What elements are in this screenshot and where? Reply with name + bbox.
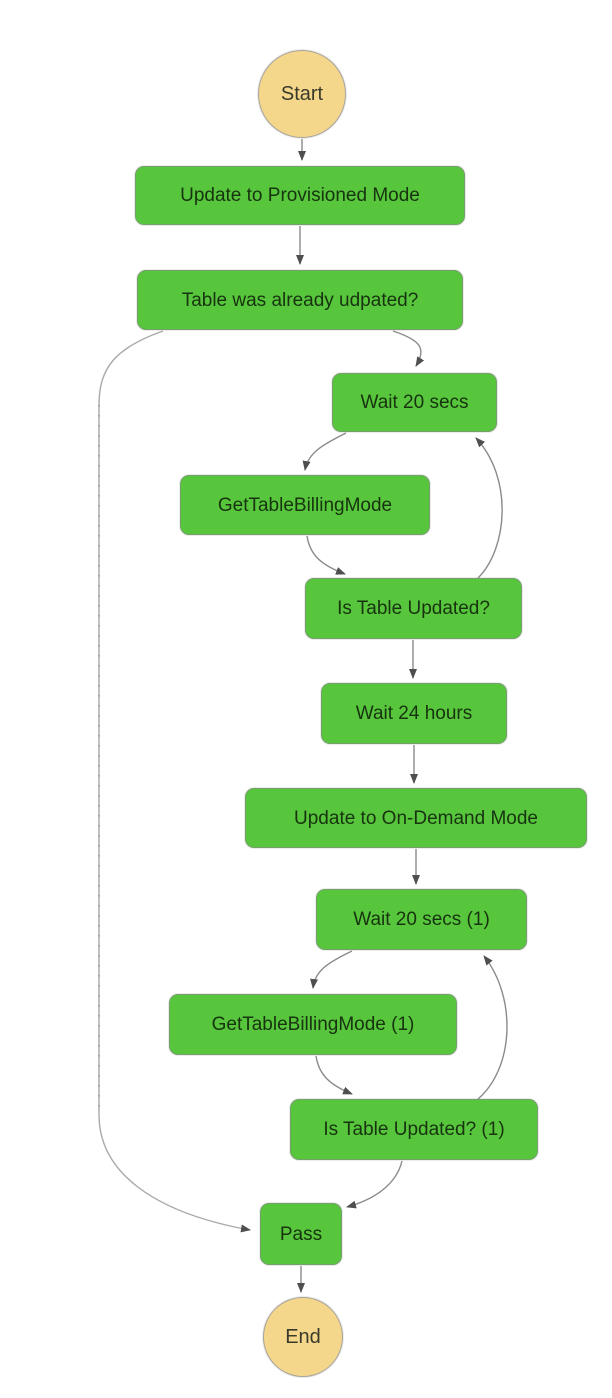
node-wait-20-secs-1[interactable]: Wait 20 secs (1) (316, 889, 527, 950)
node-is-table-updated-1[interactable]: Is Table Updated? (1) (290, 1099, 538, 1160)
node-table-was-already-udpated[interactable]: Table was already udpated? (137, 270, 463, 330)
edge-table-updated-to-pass (98, 330, 251, 1233)
node-update-to-provisioned-mode-label: Update to Provisioned Mode (180, 185, 420, 206)
node-update-to-provisioned-mode[interactable]: Update to Provisioned Mode (135, 166, 465, 225)
node-is-table-updated-label: Is Table Updated? (337, 598, 490, 619)
node-wait-20-secs-label: Wait 20 secs (360, 392, 469, 413)
edge-wait-20-to-getbillingmode (302, 432, 347, 471)
node-is-table-updated-1-label: Is Table Updated? (1) (323, 1119, 505, 1140)
edge-getbillingmode-to-is-updated (306, 535, 346, 575)
node-wait-20-secs[interactable]: Wait 20 secs (332, 373, 497, 432)
node-get-table-billing-mode-1[interactable]: GetTableBillingMode (1) (169, 994, 457, 1055)
node-is-table-updated[interactable]: Is Table Updated? (305, 578, 522, 639)
node-start[interactable]: Start (258, 50, 346, 138)
node-get-table-billing-mode-label: GetTableBillingMode (217, 494, 393, 516)
edge-getbillingmode-1-to-is-updated-1 (315, 1055, 353, 1095)
node-start-label: Start (280, 83, 324, 105)
node-table-was-already-udpated-label: Table was already udpated? (181, 289, 419, 311)
node-update-to-on-demand-mode[interactable]: Update to On-Demand Mode (245, 788, 587, 848)
node-pass[interactable]: Pass (260, 1203, 342, 1265)
edge-table-updated-to-wait-20 (392, 330, 425, 367)
node-end-label: End (285, 1326, 321, 1348)
node-wait-24-hours[interactable]: Wait 24 hours (321, 683, 507, 744)
node-update-to-on-demand-mode-label: Update to On-Demand Mode (294, 807, 538, 829)
edge-is-updated-1-loop-to-wait-20-1 (477, 955, 508, 1100)
edge-is-updated-loop-to-wait-20 (475, 437, 503, 579)
node-wait-24-hours-label: Wait 24 hours (355, 703, 473, 724)
edge-is-updated-1-to-pass (346, 1160, 403, 1209)
node-pass-label: Pass (279, 1223, 323, 1245)
node-wait-20-secs-1-label: Wait 20 secs (1) (353, 909, 490, 930)
node-get-table-billing-mode-1-label: GetTableBillingMode (1) (211, 1014, 415, 1035)
node-end[interactable]: End (263, 1297, 343, 1377)
edge-wait-20-1-to-getbillingmode-1 (310, 950, 353, 989)
node-get-table-billing-mode[interactable]: GetTableBillingMode (180, 475, 430, 535)
